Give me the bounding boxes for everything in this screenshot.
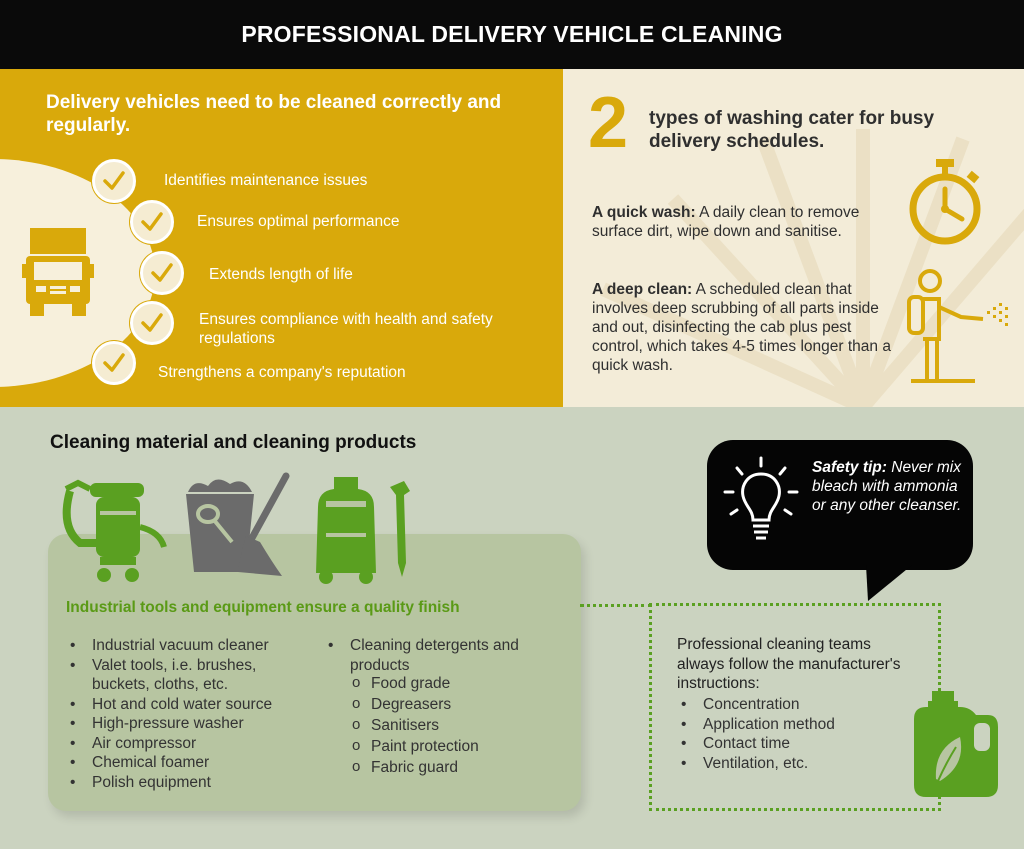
benefits-title: Delivery vehicles need to be cleaned cor… — [46, 92, 502, 136]
safety-tip-bubble: Safety tip: Never mix bleach with ammoni… — [707, 440, 973, 570]
truck-icon — [22, 224, 94, 325]
list-item: Cleaning detergents and products — [324, 636, 524, 675]
benefit-item: Identifies maintenance issues — [164, 172, 368, 189]
deep-clean-desc: A scheduled clean that involves deep scr… — [592, 281, 891, 374]
list-item: Industrial vacuum cleaner — [66, 636, 306, 656]
check-icon — [130, 200, 174, 244]
quick-wash-desc: A daily clean to remove surface dirt, wi… — [592, 204, 860, 240]
quick-wash-label: A quick wash: — [592, 204, 696, 221]
safety-tip-desc: Never mix bleach with ammonia or any oth… — [812, 459, 962, 514]
sunburst-background — [600, 129, 1024, 407]
list-item: Chemical foamer — [66, 753, 306, 773]
list-item: Concentration — [677, 695, 877, 715]
benefit-item: Ensures compliance with health and safet… — [199, 311, 493, 347]
safety-tip-label: Safety tip: — [812, 459, 887, 476]
list-item: Polish equipment — [66, 773, 306, 793]
check-icon — [140, 251, 184, 295]
list-item: Fabric guard — [350, 756, 530, 778]
list-item: Ventilation, etc. — [677, 754, 877, 774]
list-item: Sanitisers — [350, 714, 530, 736]
list-item: Application method — [677, 715, 877, 735]
list-item: Degreasers — [350, 693, 530, 715]
deep-clean-text: A deep clean: A scheduled clean that inv… — [592, 280, 902, 375]
list-item: Food grade — [350, 672, 530, 694]
benefit-item: Strengthens a company's reputation — [158, 364, 406, 381]
check-icon — [92, 341, 136, 385]
tools-subtitle: Industrial tools and equipment ensure a … — [66, 599, 460, 616]
list-item: Contact time — [677, 734, 877, 754]
washing-types-panel: 2 types of washing cater for busy delive… — [563, 69, 1024, 407]
materials-section: Cleaning material and cleaning products — [0, 407, 1024, 849]
stopwatch-icon — [906, 157, 986, 254]
detergents-list: Cleaning detergents and products — [324, 636, 524, 675]
benefit-item: Extends length of life — [209, 266, 353, 283]
sprayer-person-icon — [903, 267, 1013, 392]
page-title: PROFESSIONAL DELIVERY VEHICLE CLEANING — [0, 0, 1024, 69]
check-icon — [130, 301, 174, 345]
list-item: Hot and cold water source — [66, 695, 306, 715]
safety-tip-text: Safety tip: Never mix bleach with ammoni… — [812, 458, 962, 515]
washing-types-title: types of washing cater for busy delivery… — [649, 108, 935, 152]
bucket-mop-icon — [186, 472, 296, 587]
quick-wash-text: A quick wash: A daily clean to remove su… — [592, 203, 892, 241]
benefits-panel: Delivery vehicles need to be cleaned cor… — [0, 69, 563, 407]
deep-clean-label: A deep clean: — [592, 281, 693, 298]
detergents-sublist: Food grade Degreasers Sanitisers Paint p… — [350, 672, 530, 778]
list-item: Air compressor — [66, 734, 306, 754]
list-item: Paint protection — [350, 735, 530, 757]
lightbulb-icon — [721, 454, 801, 559]
vacuum-icon — [60, 477, 170, 590]
pressure-washer-icon — [312, 477, 422, 590]
connector-line — [580, 604, 652, 607]
detergent-bottle-icon — [910, 689, 1000, 806]
materials-title: Cleaning material and cleaning products — [50, 432, 417, 453]
washing-types-count: 2 — [588, 83, 629, 163]
benefit-item: Ensures optimal performance — [197, 213, 400, 230]
bubble-tail — [866, 565, 912, 601]
tools-list: Industrial vacuum cleaner Valet tools, i… — [66, 636, 306, 792]
list-item: Valet tools, i.e. brushes, buckets, clot… — [66, 656, 306, 695]
instructions-intro: Professional cleaning teams always follo… — [677, 636, 901, 692]
check-icon — [92, 159, 136, 203]
list-item: High-pressure washer — [66, 714, 306, 734]
instructions-list: Concentration Application method Contact… — [677, 695, 877, 773]
